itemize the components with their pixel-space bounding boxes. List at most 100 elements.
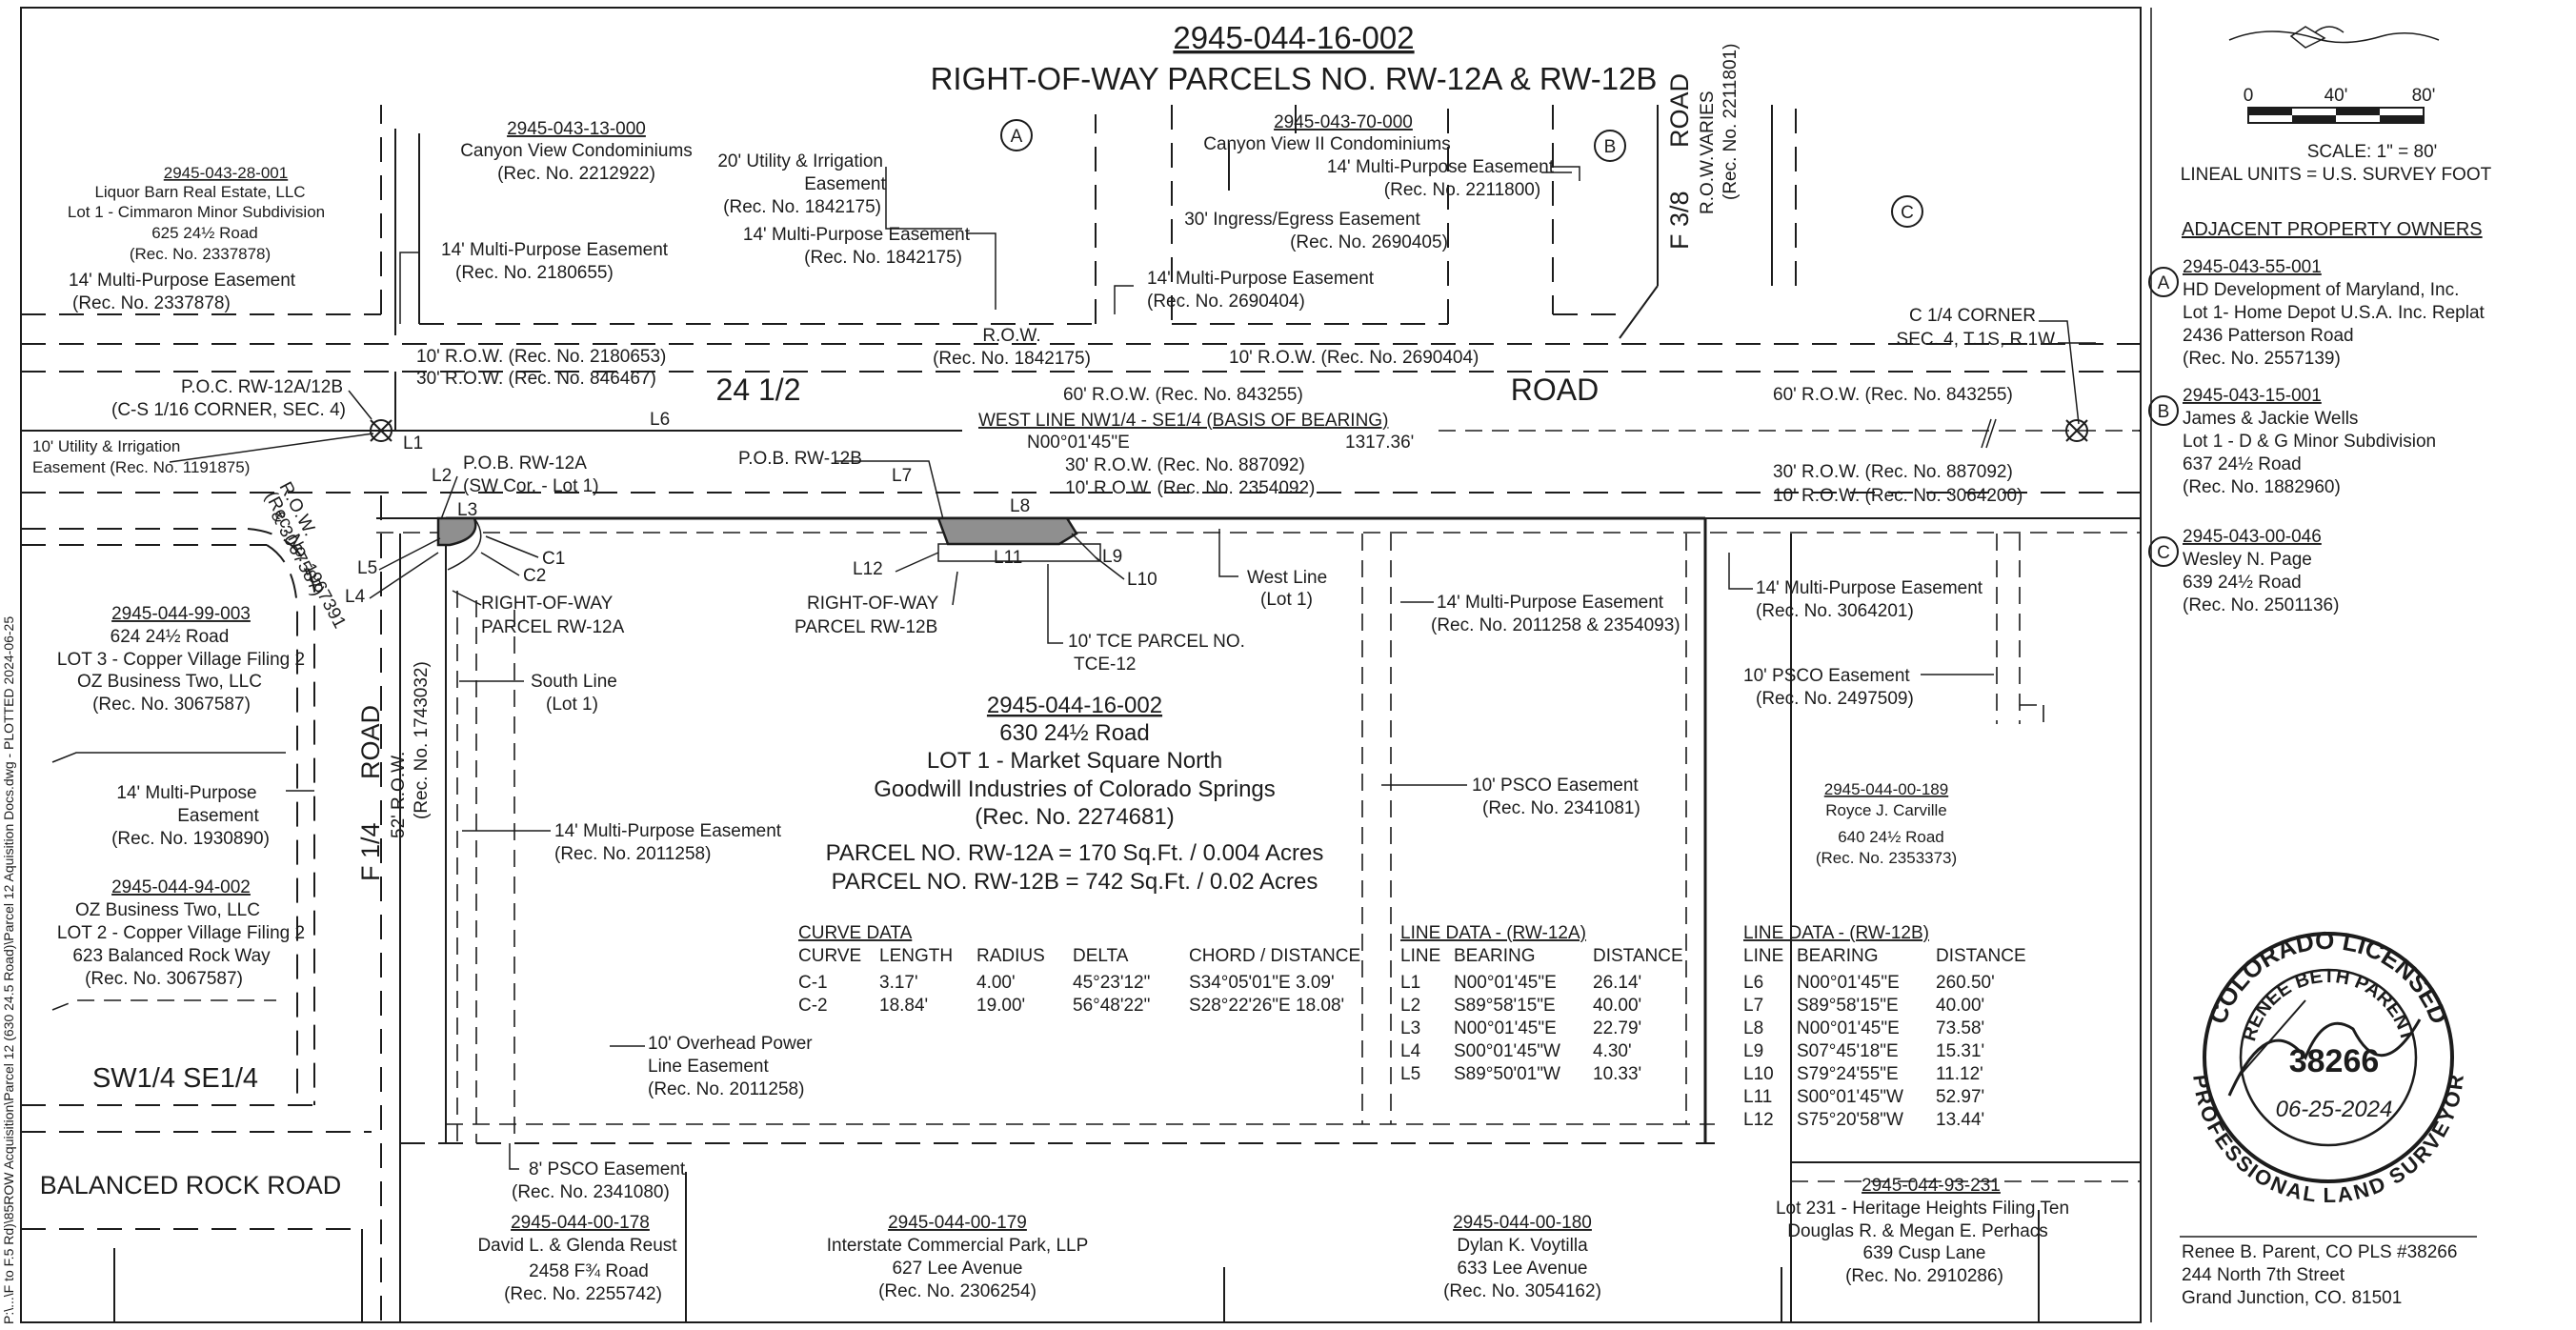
line-data-b-row-5-col-2: 52.97'	[1936, 1087, 1984, 1107]
label-93: (Rec. No. 2341081)	[1482, 798, 1640, 818]
line-data-b-row-3-col-2: 15.31'	[1936, 1041, 1984, 1061]
owner-a-line-1: HD Development of Maryland, Inc.	[2183, 280, 2459, 300]
surveyor-name: Renee B. Parent, CO PLS #38266	[2182, 1242, 2457, 1262]
label-80: LOT 3 - Copper Village Filing 2	[57, 650, 305, 670]
label-24: (Rec. No. 2690404)	[1147, 292, 1305, 312]
label-21: 30' Ingress/Egress Easement	[1184, 210, 1420, 230]
label-86: 630 24½ Road	[999, 720, 1149, 746]
label-59: L4	[345, 587, 366, 607]
label-67: PARCEL RW-12B	[795, 617, 937, 637]
label-33: 60' R.O.W. (Rec. No. 843255)	[1773, 385, 2013, 405]
plot-file-path: P:\...\F to F.5 Rd)\85ROW Acquisition\Pa…	[1, 616, 16, 1324]
surveyor-city: Grand Junction, CO. 81501	[2182, 1288, 2402, 1308]
line-data-a-row-2-col-0: L3	[1400, 1018, 1420, 1038]
line-data-b-row-1-col-2: 40.00'	[1936, 996, 1984, 1016]
label-50: (SW Cor. - Lot 1)	[463, 476, 599, 496]
scale-tick-0: 0	[2244, 86, 2254, 106]
line-data-a-row-1-col-0: L2	[1400, 996, 1420, 1016]
adjacent-owners-heading: ADJACENT PROPERTY OWNERS	[2182, 219, 2483, 240]
label-48: 10' R.O.W. (Rec. No. 3064200)	[1773, 486, 2023, 506]
seal-number: 38266	[2289, 1043, 2380, 1079]
label-8: 14' Multi-Purpose Easement	[69, 271, 296, 291]
owner-badge-letter-a: A	[2158, 273, 2170, 293]
drawing-frame	[20, 7, 2142, 1323]
line-data-a-row-1-col-1: S89°58'15"E	[1454, 996, 1556, 1016]
label-69: (Lot 1)	[1260, 590, 1313, 610]
line-data-b-row-1-col-0: L7	[1743, 996, 1763, 1016]
label-121: 627 Lee Avenue	[892, 1259, 1022, 1279]
owner-c-line-2: 639 24½ Road	[2183, 573, 2302, 593]
line-data-b-row-4-col-0: L10	[1743, 1064, 1774, 1084]
label-19: 14' Multi-Purpose Easement	[1327, 157, 1555, 177]
east-lot-lines	[1790, 534, 2141, 1322]
label-17: 2945-043-70-000	[1274, 112, 1413, 132]
line-data-a-title: LINE DATA - (RW-12A)	[1400, 923, 1586, 943]
label-12: 20' Utility & Irrigation	[717, 151, 883, 171]
label-35: SEC. 4, T.1S, R.1W	[1897, 330, 2056, 350]
surveyor-street: 244 North 7th Street	[2182, 1265, 2345, 1285]
label-97: (Rec. No. 2353373)	[1816, 849, 1957, 867]
units-text: LINEAL UNITS = U.S. SURVEY FOOT	[2181, 165, 2492, 185]
label-57: C2	[523, 566, 546, 586]
label-84: (Lot 1)	[546, 695, 598, 715]
scale-tick-80: 80'	[2412, 86, 2436, 106]
owner-c-line-3: (Rec. No. 2501136)	[2183, 595, 2339, 615]
label-4: Liquor Barn Real Estate, LLC	[94, 183, 305, 201]
owner-badge-a	[2148, 267, 2179, 297]
label-127: 2945-044-93-231	[1862, 1176, 2001, 1196]
label-89: (Rec. No. 2274681)	[975, 804, 1174, 830]
label-96: 640 24½ Road	[1838, 828, 1944, 846]
line-data-a-row-2-col-1: N00°01'45"E	[1454, 1018, 1557, 1038]
curve-data-header-0: CURVE	[798, 946, 861, 966]
label-13: Easement	[804, 174, 886, 194]
label-47: 30' R.O.W. (Rec. No. 887092)	[1773, 462, 2013, 482]
label-77: (Rec. No. 2497509)	[1756, 689, 1914, 709]
label-113: 8' PSCO Easement	[529, 1159, 686, 1179]
curve-data-row-1-col-0: C-2	[798, 996, 828, 1016]
rotated-label-6: (Rec. No. 1743032)	[412, 661, 432, 819]
parcel-rw-12a	[436, 516, 477, 547]
owner-badge-letter-c: C	[2157, 543, 2170, 563]
label-120: Interstate Commercial Park, LLP	[827, 1236, 1089, 1256]
label-124: Dylan K. Voytilla	[1457, 1236, 1588, 1256]
curve-data-row-0-col-1: 3.17'	[879, 973, 918, 993]
label-15: 14' Multi-Purpose Easement	[743, 225, 971, 245]
seal-date: 06-25-2024	[2276, 1097, 2393, 1122]
poc-corner-marker	[370, 419, 392, 442]
rotated-label-9: R.O.W.VARIES	[1698, 91, 1718, 214]
label-64: RIGHT-OF-WAY	[481, 594, 614, 614]
label-102: (Rec. No. 2011258)	[554, 844, 711, 864]
label-41: L6	[650, 410, 670, 430]
curve-data-row-0-col-2: 4.00'	[976, 973, 1016, 993]
line-data-b-row-3-col-0: L9	[1743, 1041, 1763, 1061]
label-71: TCE-12	[1074, 655, 1136, 675]
owner-b-line-3: 637 24½ Road	[2183, 454, 2302, 474]
label-27: 10' R.O.W. (Rec. No. 2180653)	[416, 347, 666, 367]
label-122: (Rec. No. 2306254)	[878, 1281, 1036, 1301]
label-11: (Rec. No. 2180655)	[455, 263, 614, 283]
title-description: RIGHT-OF-WAY PARCELS NO. RW-12A & RW-12B	[931, 61, 1658, 96]
label-90: PARCEL NO. RW-12A = 170 Sq.Ft. / 0.004 A…	[826, 840, 1324, 866]
label-29: 10' R.O.W. (Rec. No. 2690404)	[1229, 348, 1479, 368]
owner-b-line-4: (Rec. No. 1882960)	[2183, 477, 2341, 497]
line-data-b-row-6-col-1: S75°20'58"W	[1797, 1110, 1903, 1130]
label-65: PARCEL RW-12A	[481, 617, 625, 637]
owner-badge-c	[2148, 536, 2179, 567]
label-112: BALANCED ROCK ROAD	[40, 1171, 342, 1199]
curve-c2	[447, 517, 482, 571]
parcel-rw-12b	[936, 516, 1078, 546]
line-data-b-header-2: DISTANCE	[1936, 946, 2026, 966]
curve-data-row-0-col-3: 45°23'12"	[1073, 973, 1150, 993]
line-data-a-row-4-col-1: S89°50'01"W	[1454, 1064, 1560, 1084]
label-55: L8	[1010, 496, 1030, 516]
label-76: 10' PSCO Easement	[1743, 666, 1910, 686]
surveyor-seal: COLORADO LICENSED RENEE BETH PARENT PROF…	[2188, 926, 2468, 1207]
curve-data-header-2: RADIUS	[976, 946, 1045, 966]
line-data-a-row-0-col-2: 26.14'	[1593, 973, 1641, 993]
label-0: 2945-043-13-000	[507, 119, 646, 139]
line-data-b-row-2-col-1: N00°01'45"E	[1797, 1018, 1900, 1038]
label-3: 2945-043-28-001	[164, 164, 288, 182]
